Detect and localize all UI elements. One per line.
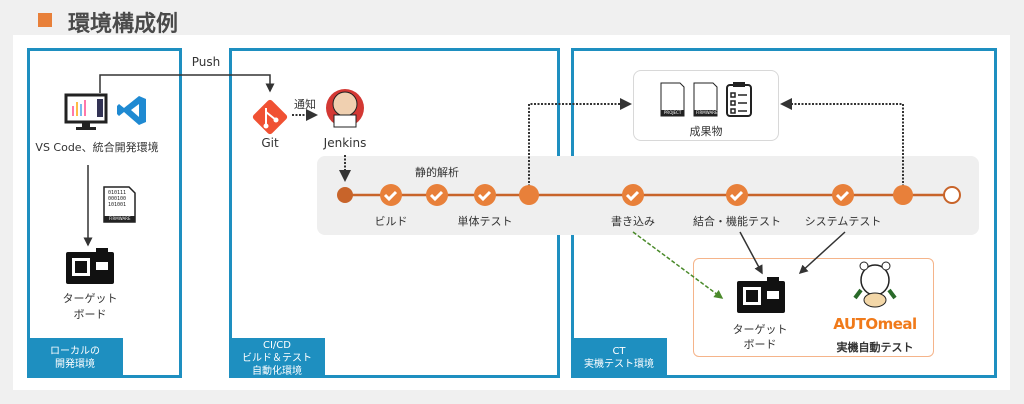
- ct-env-tab: CT 実機テスト環境: [571, 338, 667, 378]
- write-arrow: [632, 231, 724, 299]
- jenkins-icon: [326, 89, 364, 128]
- tab-line: ビルド＆テスト: [242, 352, 312, 364]
- binary-line: 000100: [108, 196, 127, 202]
- tab-line: CT: [612, 346, 626, 357]
- tab-line: CI/CD: [263, 339, 291, 351]
- system-test-label: システムテスト: [804, 215, 882, 228]
- project-tag: PROJECT: [664, 110, 682, 115]
- auto-test-label: 実機自動テスト: [836, 341, 914, 354]
- target-board-icon: [737, 277, 785, 313]
- target-board-icon: [66, 248, 114, 284]
- system-test-arrow: [798, 231, 846, 275]
- local-env-tab: ローカルの開発環境: [27, 338, 123, 378]
- binary-line: 101001: [108, 202, 127, 208]
- title-bullet: [38, 13, 52, 27]
- tab-line: 自動化環境: [252, 365, 302, 377]
- artifacts-label: 成果物: [689, 125, 723, 138]
- artifact-node: [893, 185, 913, 205]
- unit-test-label: 単体テスト: [457, 215, 513, 228]
- tab-line: ローカルの: [50, 346, 100, 357]
- target-label: ターゲット: [732, 323, 788, 336]
- integration-test-arrow: [739, 231, 763, 275]
- page-title: 環境構成例: [68, 12, 179, 37]
- check-node: [832, 184, 854, 206]
- artifact-arrow-unit: [528, 98, 632, 190]
- check-node: [474, 184, 496, 206]
- check-node: [426, 184, 448, 206]
- ide-label: VS Code、統合開発環境: [35, 141, 159, 154]
- checklist-icon: [726, 82, 752, 117]
- static-analysis-label: 静的解析: [415, 166, 459, 179]
- build-label: ビルド: [374, 215, 408, 228]
- git-icon: [252, 99, 288, 135]
- vscode-icon: [117, 96, 146, 125]
- pipeline-end-node: [943, 186, 961, 204]
- check-node: [622, 184, 644, 206]
- push-arrow: [99, 74, 275, 93]
- push-label: Push: [191, 55, 221, 69]
- tab-line: 実機テスト環境: [584, 359, 654, 370]
- check-node: [726, 184, 748, 206]
- artifact-arrow-system: [780, 98, 904, 190]
- check-node: [380, 184, 402, 206]
- jenkins-label: Jenkins: [323, 136, 367, 150]
- write-label: 書き込み: [611, 215, 655, 228]
- tab-line: 開発環境: [55, 359, 95, 370]
- notify-label: 通知: [294, 98, 316, 111]
- real-device-test-box: [693, 258, 934, 357]
- target-label: ターゲット: [62, 292, 118, 305]
- firmware-file-icon: [103, 186, 136, 223]
- target-label: ボード: [743, 338, 777, 351]
- binary-line: 010111: [108, 190, 127, 196]
- automeal-mascot-icon: [853, 261, 897, 308]
- monitor-icon: [64, 93, 108, 130]
- automeal-logo: AUTOmeal: [833, 315, 917, 333]
- firmware-file-icon: [693, 82, 718, 117]
- git-label: Git: [261, 136, 279, 150]
- pipeline-start-node: [337, 187, 353, 203]
- artifact-node: [519, 185, 539, 205]
- target-label: ボード: [73, 308, 107, 321]
- project-file-icon: [660, 82, 685, 117]
- firmware-tag: FIRMWARE: [696, 110, 718, 115]
- firmware-tag: FIRMWARE: [109, 216, 131, 221]
- integration-test-label: 結合・機能テスト: [693, 215, 781, 228]
